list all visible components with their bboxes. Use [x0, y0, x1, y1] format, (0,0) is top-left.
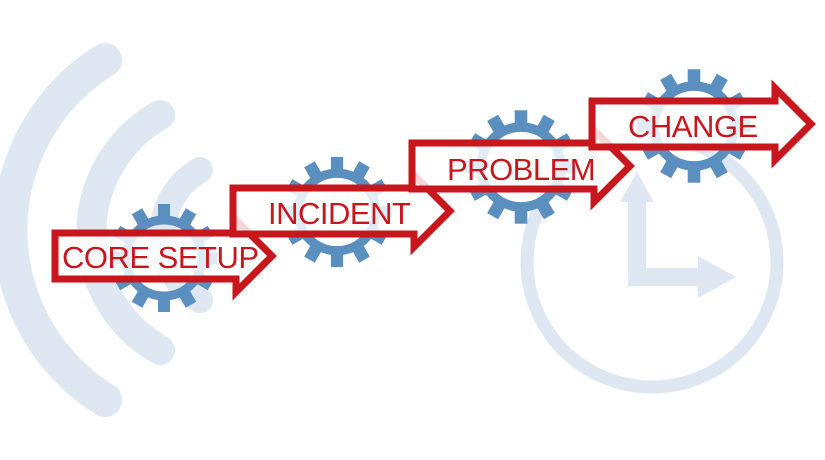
step-label: CHANGE: [628, 109, 758, 144]
step-label: PROBLEM: [447, 152, 595, 187]
step-core-setup: CORE SETUP: [51, 204, 277, 312]
step-label: CORE SETUP: [62, 240, 259, 275]
step-change: CHANGE: [588, 69, 816, 182]
step-label: INCIDENT: [268, 196, 411, 231]
arrow-right-icon: [588, 79, 816, 169]
step-incident: INCIDENT: [229, 157, 455, 267]
